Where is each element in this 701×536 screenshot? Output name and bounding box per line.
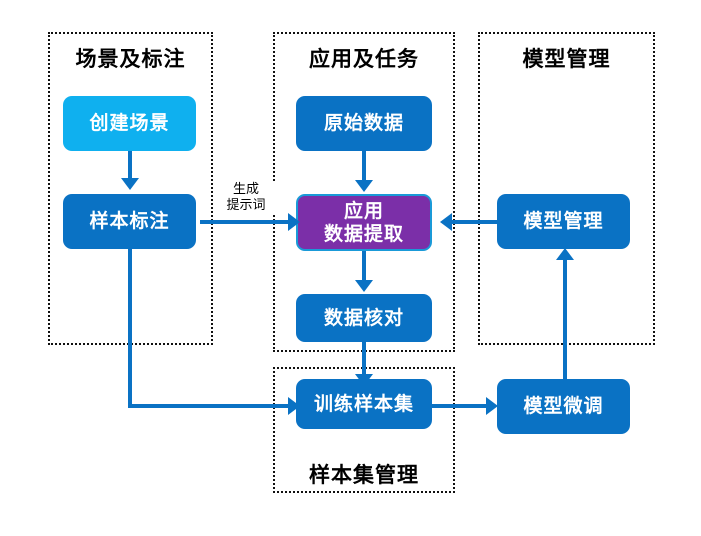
node-train-sampleset-label: 训练样本集 xyxy=(313,392,414,415)
connector-datacheck-to-trainset xyxy=(362,340,366,376)
node-sample-annotate[interactable]: 样本标注 xyxy=(63,194,196,249)
node-app-data-extract[interactable]: 应用 数据提取 xyxy=(296,194,432,251)
arrowhead-modelmanage-to-app-extract xyxy=(440,213,452,231)
connector-annotate-to-trainset xyxy=(128,404,296,408)
node-data-check[interactable]: 数据核对 xyxy=(296,294,432,342)
group-title-scene-annotation: 场景及标注 xyxy=(75,47,186,71)
group-title-model-management: 模型管理 xyxy=(522,47,611,71)
group-title-app-task: 应用及任务 xyxy=(309,47,419,71)
arrowhead-finetune-to-modelmanage xyxy=(556,248,574,260)
arrowhead-annotate-to-trainset xyxy=(288,397,300,415)
node-create-scene-label: 创建场景 xyxy=(89,112,170,135)
connector-rawdata-to-app-extract xyxy=(362,150,366,182)
arrowhead-annotate-to-app-extract xyxy=(288,213,300,231)
node-app-data-extract-label-line2: 数据提取 xyxy=(323,222,404,245)
node-app-data-extract-label-line1: 应用 xyxy=(343,200,384,223)
node-model-finetune[interactable]: 模型微调 xyxy=(497,379,630,434)
connector-annotate-to-app-extract xyxy=(200,220,296,224)
node-sample-annotate-label: 样本标注 xyxy=(89,210,170,233)
node-model-finetune-label: 模型微调 xyxy=(523,395,604,418)
group-title-sampleset-management: 样本集管理 xyxy=(309,463,419,487)
connector-annotate-down xyxy=(128,248,132,408)
node-data-check-label: 数据核对 xyxy=(323,306,404,329)
edge-label-line1: 生成 xyxy=(232,182,259,197)
connector-trainset-to-finetune xyxy=(432,404,494,408)
edge-label-generate-prompt: 生成 提示词 xyxy=(216,182,276,215)
connector-create-scene-to-annotate xyxy=(128,150,132,180)
node-train-sampleset[interactable]: 训练样本集 xyxy=(296,379,432,429)
node-model-manage-label: 模型管理 xyxy=(523,210,604,233)
node-raw-data[interactable]: 原始数据 xyxy=(296,96,432,151)
arrowhead-app-extract-to-datacheck xyxy=(355,280,373,292)
arrowhead-create-scene-to-annotate xyxy=(121,178,139,190)
node-raw-data-label: 原始数据 xyxy=(323,112,404,135)
arrowhead-trainset-to-finetune xyxy=(486,397,498,415)
node-create-scene[interactable]: 创建场景 xyxy=(63,96,196,151)
node-model-manage[interactable]: 模型管理 xyxy=(497,194,630,249)
edge-label-line2: 提示词 xyxy=(226,198,266,214)
connector-modelmanage-to-app-extract xyxy=(452,220,498,224)
arrowhead-rawdata-to-app-extract xyxy=(355,180,373,192)
arrowhead-datacheck-to-trainset xyxy=(355,374,373,386)
connector-app-extract-to-datacheck xyxy=(362,250,366,282)
connector-finetune-to-modelmanage xyxy=(563,258,567,380)
